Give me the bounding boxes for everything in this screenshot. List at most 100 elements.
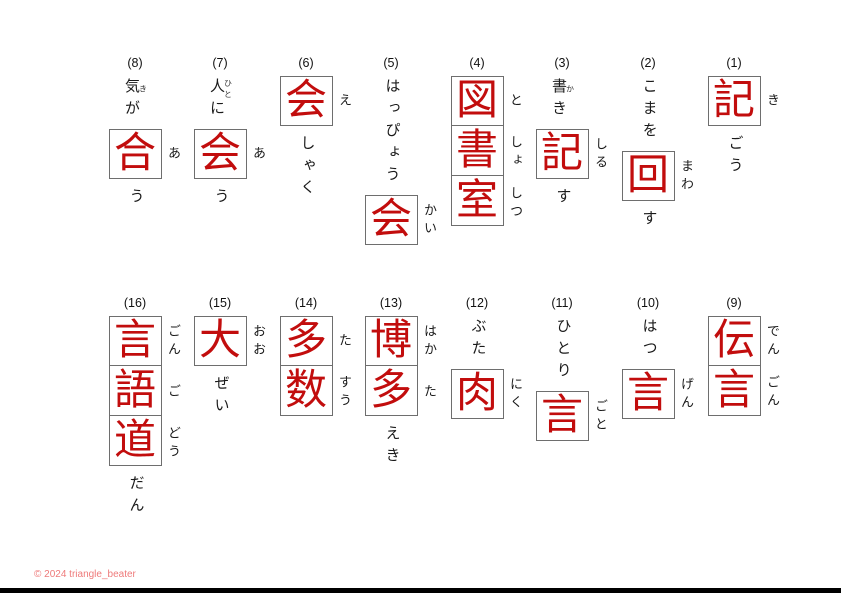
quiz-item-8: (8) 気きが 合 あ う (92, 56, 181, 210)
item-number: (8) (127, 56, 143, 70)
copyright-notice: © 2024 triangle_beater (34, 569, 136, 580)
answer-box: 大 (193, 316, 247, 366)
answer-area: 会 あ (193, 129, 266, 179)
quiz-item-12: (12) ぶた 肉 にく (434, 296, 523, 419)
answer-kanji: 言 (626, 371, 669, 417)
answer-kanji: 言 (712, 367, 755, 414)
furigana: ご (166, 383, 181, 402)
answer-kanji: 回 (626, 153, 669, 199)
answer-box: 回 (621, 151, 675, 201)
item-number: (13) (379, 296, 403, 310)
furigana: え (337, 92, 352, 111)
pre-kanji: 気 (123, 78, 139, 100)
item-number: (3) (554, 56, 570, 70)
context-text-below: す (640, 210, 657, 232)
item-number: (11) (551, 296, 573, 310)
quiz-item-4: (4) 図 書 室 と しょ しつ (434, 56, 523, 226)
quiz-item-2: (2) こまを 回 まわ す (605, 56, 694, 232)
furigana: あ (251, 145, 266, 164)
answer-box: 博 (364, 316, 418, 366)
quiz-item-13: (13) 博 多 はか た えき (348, 296, 437, 469)
answer-box: 会 (193, 129, 247, 179)
answer-kanji: 会 (198, 131, 241, 177)
furigana: き (765, 92, 780, 111)
furigana: おお (251, 323, 266, 360)
answer-area: 言 語 道 ごん ご どう (108, 316, 181, 466)
answer-area: 言 ごと (535, 391, 608, 441)
answer-area: 多 数 た すう (279, 316, 352, 416)
answer-box: 多 (279, 316, 333, 366)
quiz-item-10: (10) はつ 言 げん (605, 296, 694, 419)
item-number: (2) (640, 56, 656, 70)
context-text-above: はつ (640, 318, 657, 362)
answer-area: 伝 言 でん ごん (707, 316, 780, 416)
furigana: しつ (508, 185, 523, 222)
pre-kana: が (123, 100, 139, 122)
context-text-above: 人ひとに (208, 78, 233, 122)
item-number: (10) (636, 296, 660, 310)
pre-kana: き (550, 100, 566, 122)
furigana: あ (166, 145, 181, 164)
answer-box: 言 (621, 369, 675, 419)
answer-area: 記 しる (535, 129, 608, 179)
context-text-below: う (212, 188, 229, 210)
item-number: (6) (298, 56, 314, 70)
answer-kanji: 数 (284, 367, 327, 414)
answer-kanji: 大 (198, 318, 241, 364)
quiz-item-6: (6) 会 え しゃく (263, 56, 352, 201)
answer-area: 言 げん (621, 369, 694, 419)
answer-kanji: 書 (455, 127, 498, 174)
context-text-above: 気きが (123, 78, 148, 122)
answer-box: 伝 (707, 316, 761, 366)
context-text-above: 書かき (550, 78, 575, 122)
answer-kanji: 記 (712, 78, 755, 124)
answer-box: 書 (450, 126, 504, 176)
ruby-annotation: き (138, 78, 148, 100)
answer-box: 会 (364, 195, 418, 245)
item-number: (15) (208, 296, 232, 310)
answer-area: 肉 にく (450, 369, 523, 419)
answer-box: 数 (279, 366, 333, 416)
quiz-item-3: (3) 書かき 記 しる す (519, 56, 608, 210)
answer-area: 記 き (707, 76, 780, 126)
answer-box: 語 (108, 366, 162, 416)
item-number: (12) (465, 296, 489, 310)
pre-kanji: 人 (208, 78, 224, 100)
answer-area: 会 え (279, 76, 352, 126)
furigana: にく (508, 376, 523, 413)
furigana: でん (765, 323, 780, 360)
furigana: ごん (166, 323, 181, 360)
answer-box: 会 (279, 76, 333, 126)
quiz-item-9: (9) 伝 言 でん ごん (691, 296, 780, 416)
quiz-item-16: (16) 言 語 道 ごん ご どう だん (92, 296, 181, 519)
quiz-item-1: (1) 記 き ごう (691, 56, 780, 179)
furigana: どう (166, 425, 181, 462)
ruby-base: 気き (123, 78, 148, 100)
context-text-above: はっぴょう (383, 78, 400, 188)
quiz-item-15: (15) 大 おお ぜい (177, 296, 266, 419)
item-number: (4) (469, 56, 485, 70)
answer-box: 多 (364, 366, 418, 416)
answer-kanji: 室 (455, 177, 498, 224)
item-number: (7) (212, 56, 228, 70)
ruby-base: 人ひと (208, 78, 233, 100)
answer-kanji: 言 (113, 318, 156, 364)
context-text-below: ごう (726, 135, 743, 179)
answer-box: 道 (108, 416, 162, 466)
answer-kanji: 道 (113, 417, 156, 464)
answer-area: 合 あ (108, 129, 181, 179)
answer-kanji: 会 (284, 78, 327, 124)
item-number: (14) (294, 296, 318, 310)
answer-box: 合 (108, 129, 162, 179)
furigana: はか (422, 323, 437, 360)
item-number: (16) (123, 296, 147, 310)
furigana: まわ (679, 158, 694, 195)
context-text-below: だん (127, 475, 144, 519)
furigana: た (337, 332, 352, 351)
context-text-above: ひとり (554, 318, 571, 384)
answer-area: 大 おお (193, 316, 266, 366)
answer-kanji: 多 (369, 367, 412, 414)
answer-kanji: 多 (284, 318, 327, 364)
answer-kanji: 語 (113, 367, 156, 414)
ruby-annotation: か (565, 78, 575, 100)
